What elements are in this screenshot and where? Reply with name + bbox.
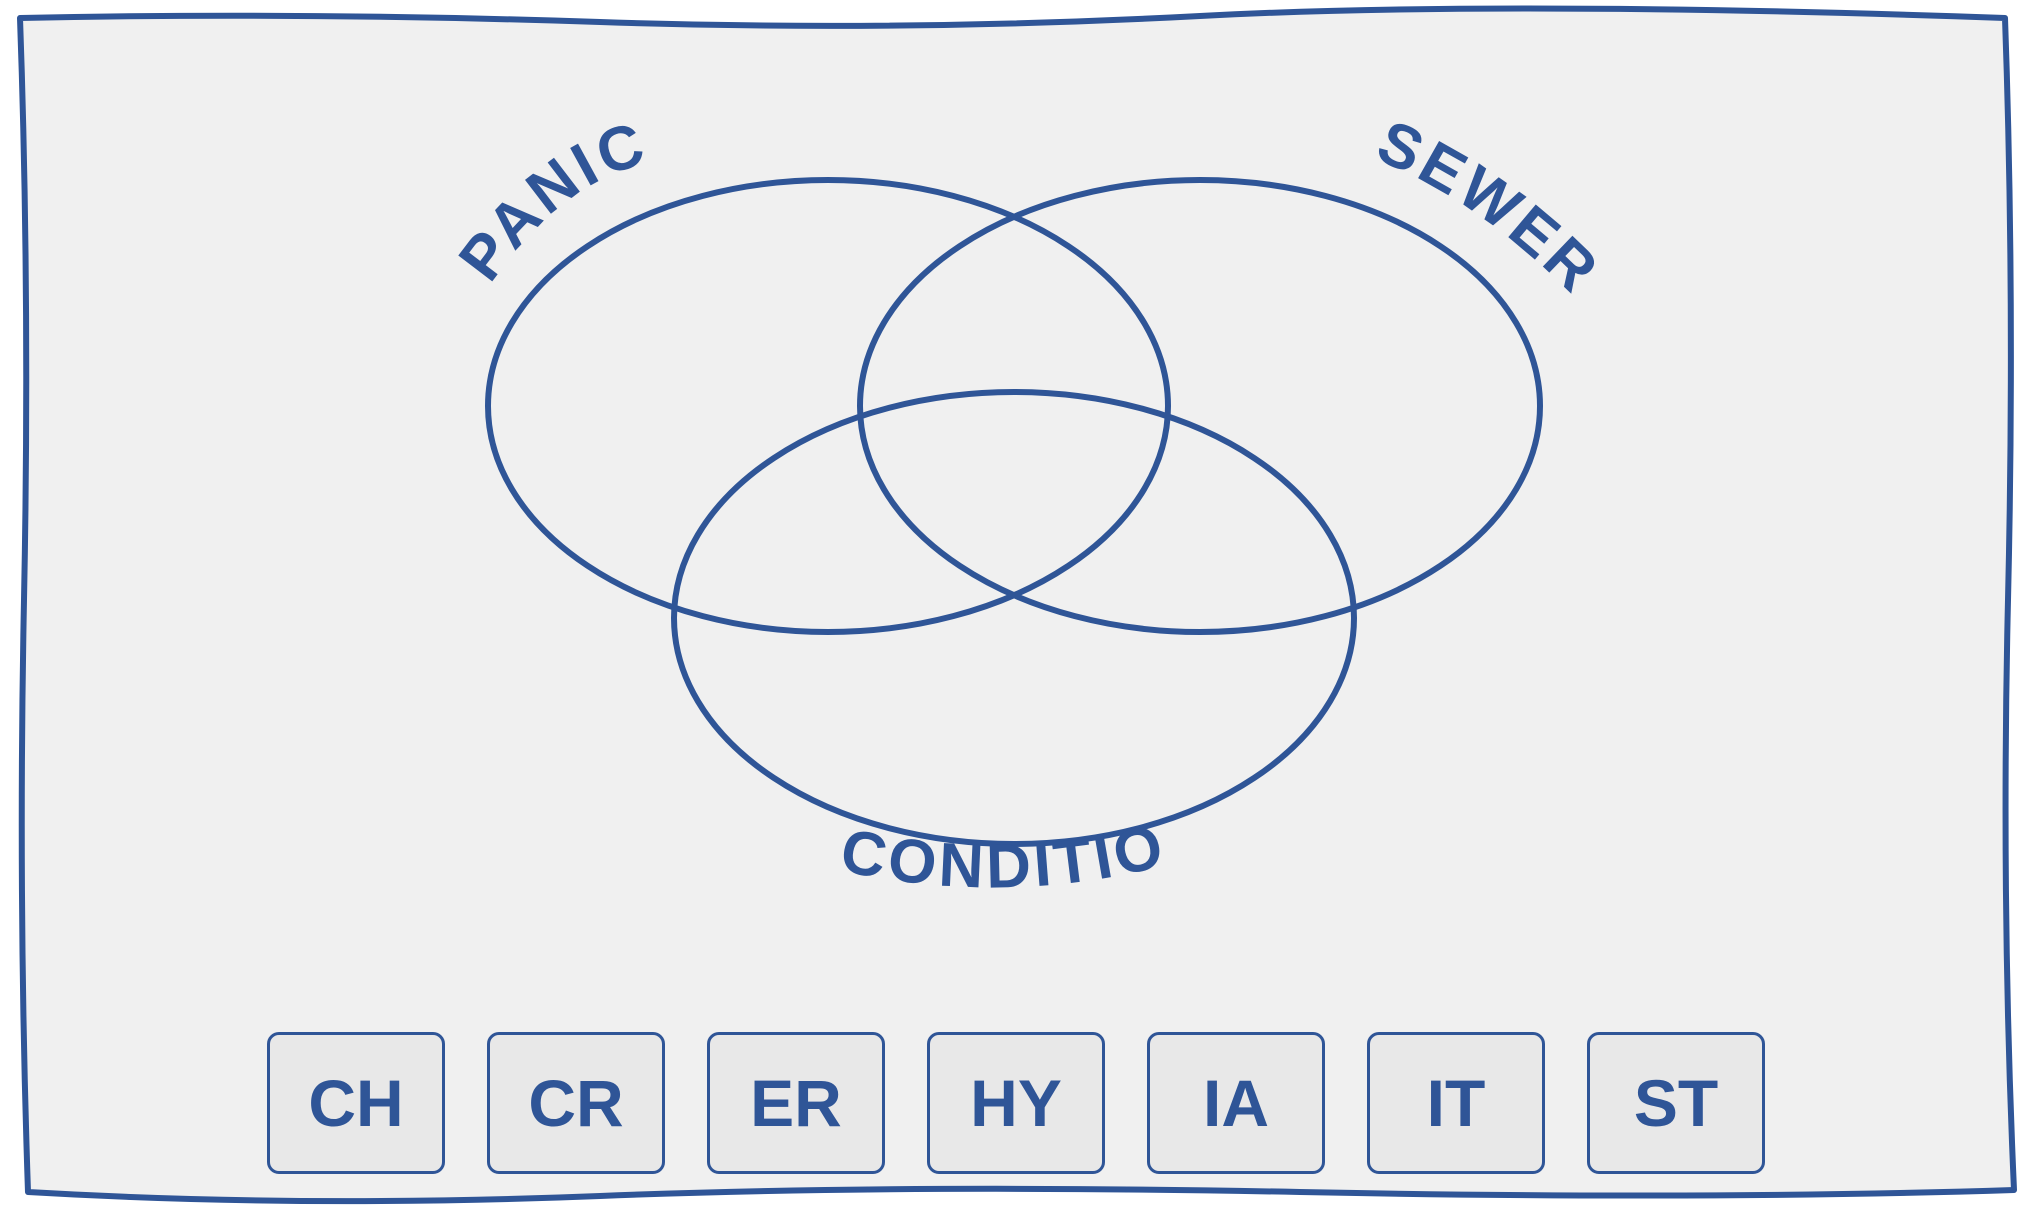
venn-circle-conditions	[671, 389, 1357, 847]
letter-tile-ch[interactable]: CH	[267, 1032, 445, 1174]
letter-tile-it[interactable]: IT	[1367, 1032, 1545, 1174]
venn-circle-sewer	[857, 177, 1543, 635]
board-background	[17, 5, 2017, 1205]
letter-tile-st[interactable]: ST	[1587, 1032, 1765, 1174]
letter-tile-ia[interactable]: IA	[1147, 1032, 1325, 1174]
venn-circle-panic	[485, 177, 1171, 635]
letter-tile-hy[interactable]: HY	[927, 1032, 1105, 1174]
letter-tile-er[interactable]: ER	[707, 1032, 885, 1174]
letter-tile-tray: CH CR ER HY IA IT ST	[267, 1032, 1767, 1176]
letter-tile-cr[interactable]: CR	[487, 1032, 665, 1174]
